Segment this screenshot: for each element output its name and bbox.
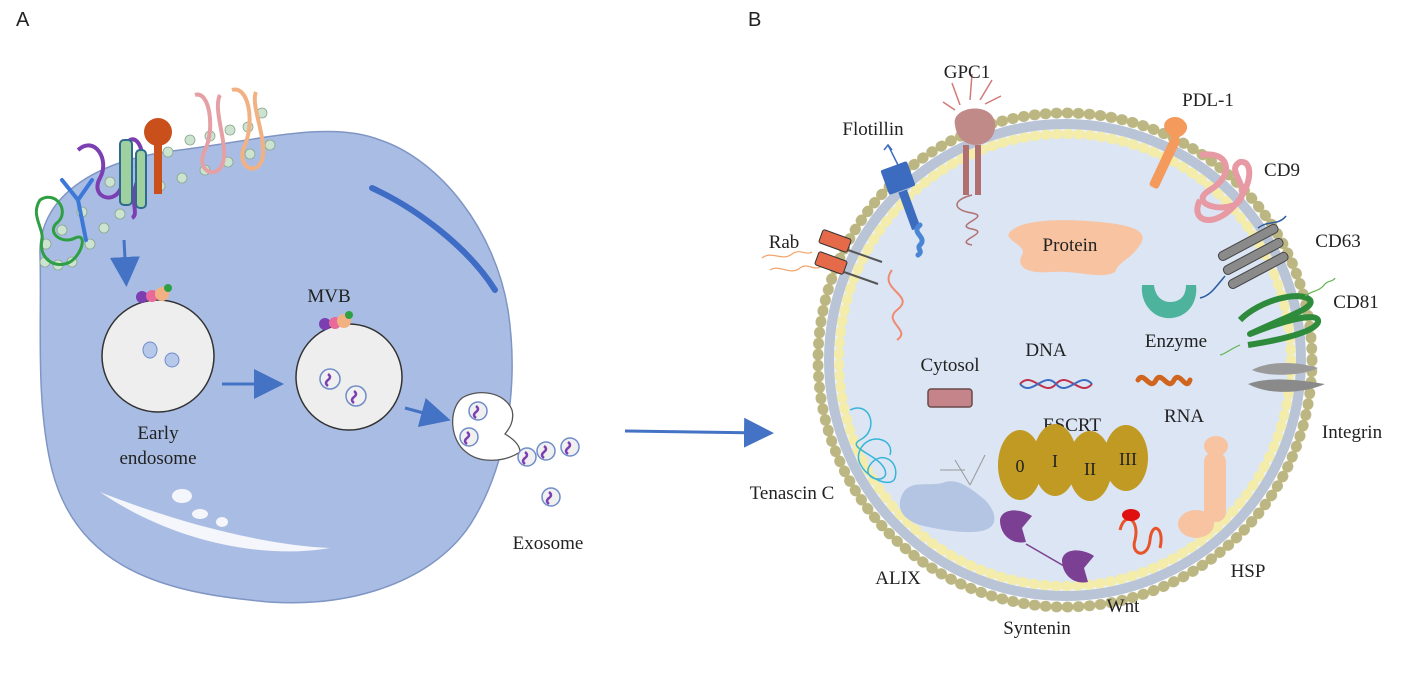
protein-wnt	[1118, 509, 1163, 555]
label-syntenin: Syntenin	[1003, 618, 1071, 639]
fusing-ilv	[459, 401, 488, 447]
escrt-ii: II	[1084, 459, 1096, 479]
protein-syntenin	[1000, 510, 1094, 583]
exosome-lumen	[834, 129, 1296, 591]
label-wnt: Wnt	[1107, 596, 1140, 617]
label-hsp: HSP	[1231, 561, 1266, 582]
endosome-vesicle-1	[142, 341, 158, 359]
endosome-cargo	[136, 284, 172, 303]
membrane-protein-orange-head	[144, 118, 172, 146]
label-cytosol: Cytosol	[920, 355, 979, 376]
label-enzyme: Enzyme	[1145, 331, 1207, 352]
arrow-to-release	[404, 398, 451, 428]
cell-vesicle-1	[172, 489, 192, 503]
cell-crescent	[100, 492, 330, 552]
cell-arc-highlight	[369, 185, 498, 293]
protein-cd63	[1199, 215, 1289, 299]
protein-flotillin	[880, 143, 925, 258]
label-gpc1: GPC1	[944, 62, 990, 83]
label-integrin: Integrin	[1322, 422, 1383, 443]
protein-hsp	[1178, 436, 1228, 538]
panel-a-letter: A	[16, 9, 30, 31]
membrane-protein-orange-stem	[154, 144, 162, 194]
mvb	[295, 323, 403, 431]
label-exosome: Exosome	[513, 533, 584, 554]
protein-tenascin-c	[849, 407, 897, 484]
cargo-dna	[1019, 378, 1093, 390]
label-pdl1: PDL-1	[1182, 90, 1234, 111]
cargo-enzyme	[1141, 285, 1197, 319]
cargo-rna	[1135, 374, 1193, 387]
escrt-0: 0	[1016, 456, 1025, 476]
label-early: Early	[137, 423, 179, 444]
protein-cd81	[1219, 277, 1336, 356]
protein-integrin	[1248, 363, 1325, 392]
label-endosome: endosome	[119, 448, 196, 469]
membrane-protein-teal-2	[135, 149, 147, 209]
label-rna: RNA	[1164, 406, 1204, 427]
escrt-i: I	[1052, 451, 1058, 471]
cargo-protein	[1008, 220, 1143, 276]
label-flotillin: Flotillin	[842, 119, 904, 140]
label-cd63: CD63	[1315, 231, 1360, 252]
label-mvb: MVB	[307, 286, 350, 307]
protein-gpc1	[942, 73, 1002, 246]
label-dna: DNA	[1025, 340, 1066, 361]
label-cd81: CD81	[1333, 292, 1378, 313]
escrt-complex	[998, 424, 1148, 501]
membrane-protein-y	[60, 178, 94, 242]
label-rab: Rab	[769, 232, 800, 253]
protein-rab	[761, 229, 904, 341]
early-endosome	[101, 299, 215, 413]
arrow-endocytosis	[109, 239, 140, 287]
label-cd9: CD9	[1264, 160, 1300, 181]
cell-vesicle-3	[216, 517, 228, 527]
protein-alix	[899, 454, 995, 533]
cargo-cytosol	[927, 388, 973, 408]
protein-pdl1	[1149, 116, 1188, 189]
cell-vesicle-2	[192, 509, 208, 519]
escrt-iii: III	[1119, 449, 1137, 469]
panel-b-letter: B	[748, 9, 761, 31]
mvb-cargo	[319, 311, 353, 330]
membrane-protein-teal	[119, 139, 133, 206]
membrane-protein-peach	[231, 87, 266, 171]
membrane-protein-green	[34, 196, 84, 266]
label-protein: Protein	[1043, 235, 1098, 256]
membrane-protein-pink	[194, 92, 227, 175]
arrow-a-to-b	[624, 417, 774, 448]
released-exosomes	[517, 437, 580, 507]
label-alix: ALIX	[875, 568, 921, 589]
label-tenascin-c: Tenascin C	[750, 483, 835, 504]
endosome-vesicle-2	[164, 352, 180, 368]
exosome-outer-heads-shade	[812, 107, 1318, 613]
protein-cd9	[1194, 151, 1253, 223]
mvb-ilv	[319, 368, 367, 407]
